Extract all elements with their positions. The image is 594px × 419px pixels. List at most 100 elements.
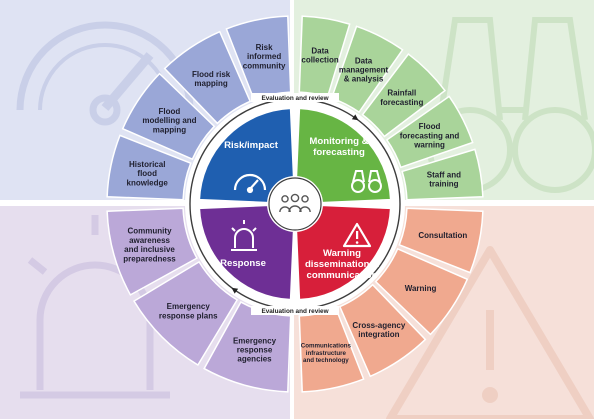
segment-label-line: and technology: [303, 357, 349, 364]
segment-label-line: Emergency: [233, 336, 277, 345]
segment-label-line: forecasting and: [400, 131, 460, 140]
segment-warning-dissemination-1: Warning: [374, 247, 469, 336]
core-shape: [295, 204, 392, 301]
segment-label-line: mapping: [194, 79, 227, 88]
people-group-icon: [268, 177, 322, 231]
segment-label-line: Historical: [129, 160, 165, 169]
warning-triangle-icon: [342, 222, 372, 248]
core-shape: [295, 107, 392, 204]
segment-label-line: informed: [247, 52, 281, 61]
cycle-arrowhead: [351, 114, 359, 121]
segment-shape: [163, 30, 252, 125]
segment-label-line: Rainfall: [387, 89, 416, 98]
segment-label: Warning: [405, 284, 437, 293]
warning-watermark-icon: [386, 246, 594, 419]
segment-shape: [374, 247, 469, 336]
segment-label-line: mapping: [153, 125, 186, 134]
evaluation-review-label: Evaluation and review: [251, 306, 339, 315]
cycle-arrowhead: [231, 287, 239, 294]
segment-label: Consultation: [418, 231, 467, 240]
segment-label-line: Staff and: [427, 170, 461, 179]
core-label-line: Monitoring &: [309, 136, 368, 147]
core-label-line: Warning: [323, 248, 361, 259]
core-label-line: dissemination &: [305, 259, 379, 270]
segment-label-line: forecasting: [380, 98, 423, 107]
segment-shape: [361, 53, 446, 138]
segment-label-line: Flood risk: [192, 70, 231, 79]
segment-label-line: Community: [128, 227, 173, 236]
core-risk-impact: [198, 107, 295, 204]
segment-label-line: and inclusive: [124, 245, 175, 254]
segment-label-line: modelling and: [142, 116, 196, 125]
segment-label-line: training: [429, 180, 458, 189]
segment-label-line: knowledge: [127, 178, 169, 187]
segment-label-line: infrastructure: [306, 350, 347, 357]
segment-shape: [385, 95, 474, 169]
segment-label-line: response plans: [159, 311, 218, 320]
segment-label-line: Warning: [405, 284, 437, 293]
gauge-icon: [233, 173, 267, 194]
segment-shape: [401, 148, 484, 201]
segment-label-line: collection: [301, 56, 338, 65]
segment-label-line: integration: [358, 330, 399, 339]
core-label-monitoring-forecasting: Monitoring &forecasting: [309, 136, 368, 158]
label-backing: [251, 93, 339, 102]
core-label-line: Risk/impact: [224, 140, 279, 151]
core-response: [198, 204, 295, 301]
alarm-light-icon: [231, 220, 257, 251]
core-label-line: forecasting: [313, 147, 365, 158]
core-label-line: communication: [307, 270, 378, 281]
segment-label-line: awareness: [129, 236, 170, 245]
segment-label-line: agencies: [237, 355, 272, 364]
core-warning-dissemination: [295, 204, 392, 301]
segment-label-line: Data: [355, 56, 373, 65]
binoculars-icon: [351, 170, 382, 193]
segment-shape: [398, 207, 484, 274]
segment-label-line: flood: [137, 169, 157, 178]
segment-label-line: Communications: [301, 343, 352, 350]
segment-shape: [338, 283, 427, 378]
core-label-line: Response: [220, 258, 266, 269]
segment-shape: [132, 260, 239, 367]
segment-shape: [298, 15, 351, 98]
segment-label-line: response: [237, 345, 273, 354]
evaluation-review-text: Evaluation and review: [261, 308, 328, 315]
segment-label-line: Flood: [419, 122, 441, 131]
segment-label-line: warning: [413, 141, 445, 150]
segment-label-line: Risk: [256, 43, 273, 52]
core-shape: [198, 107, 295, 204]
segment-warning-dissemination-0: Consultation: [398, 207, 484, 274]
segment-label-line: Flood: [159, 107, 181, 116]
segment-shape: [106, 134, 192, 201]
segment-label-line: Consultation: [418, 231, 467, 240]
segment-shape: [121, 72, 216, 161]
core-label-response: Response: [220, 258, 266, 269]
evaluation-review-label: Evaluation and review: [251, 93, 339, 102]
core-monitoring-forecasting: [295, 107, 392, 204]
segment-label-line: Emergency: [167, 302, 211, 311]
